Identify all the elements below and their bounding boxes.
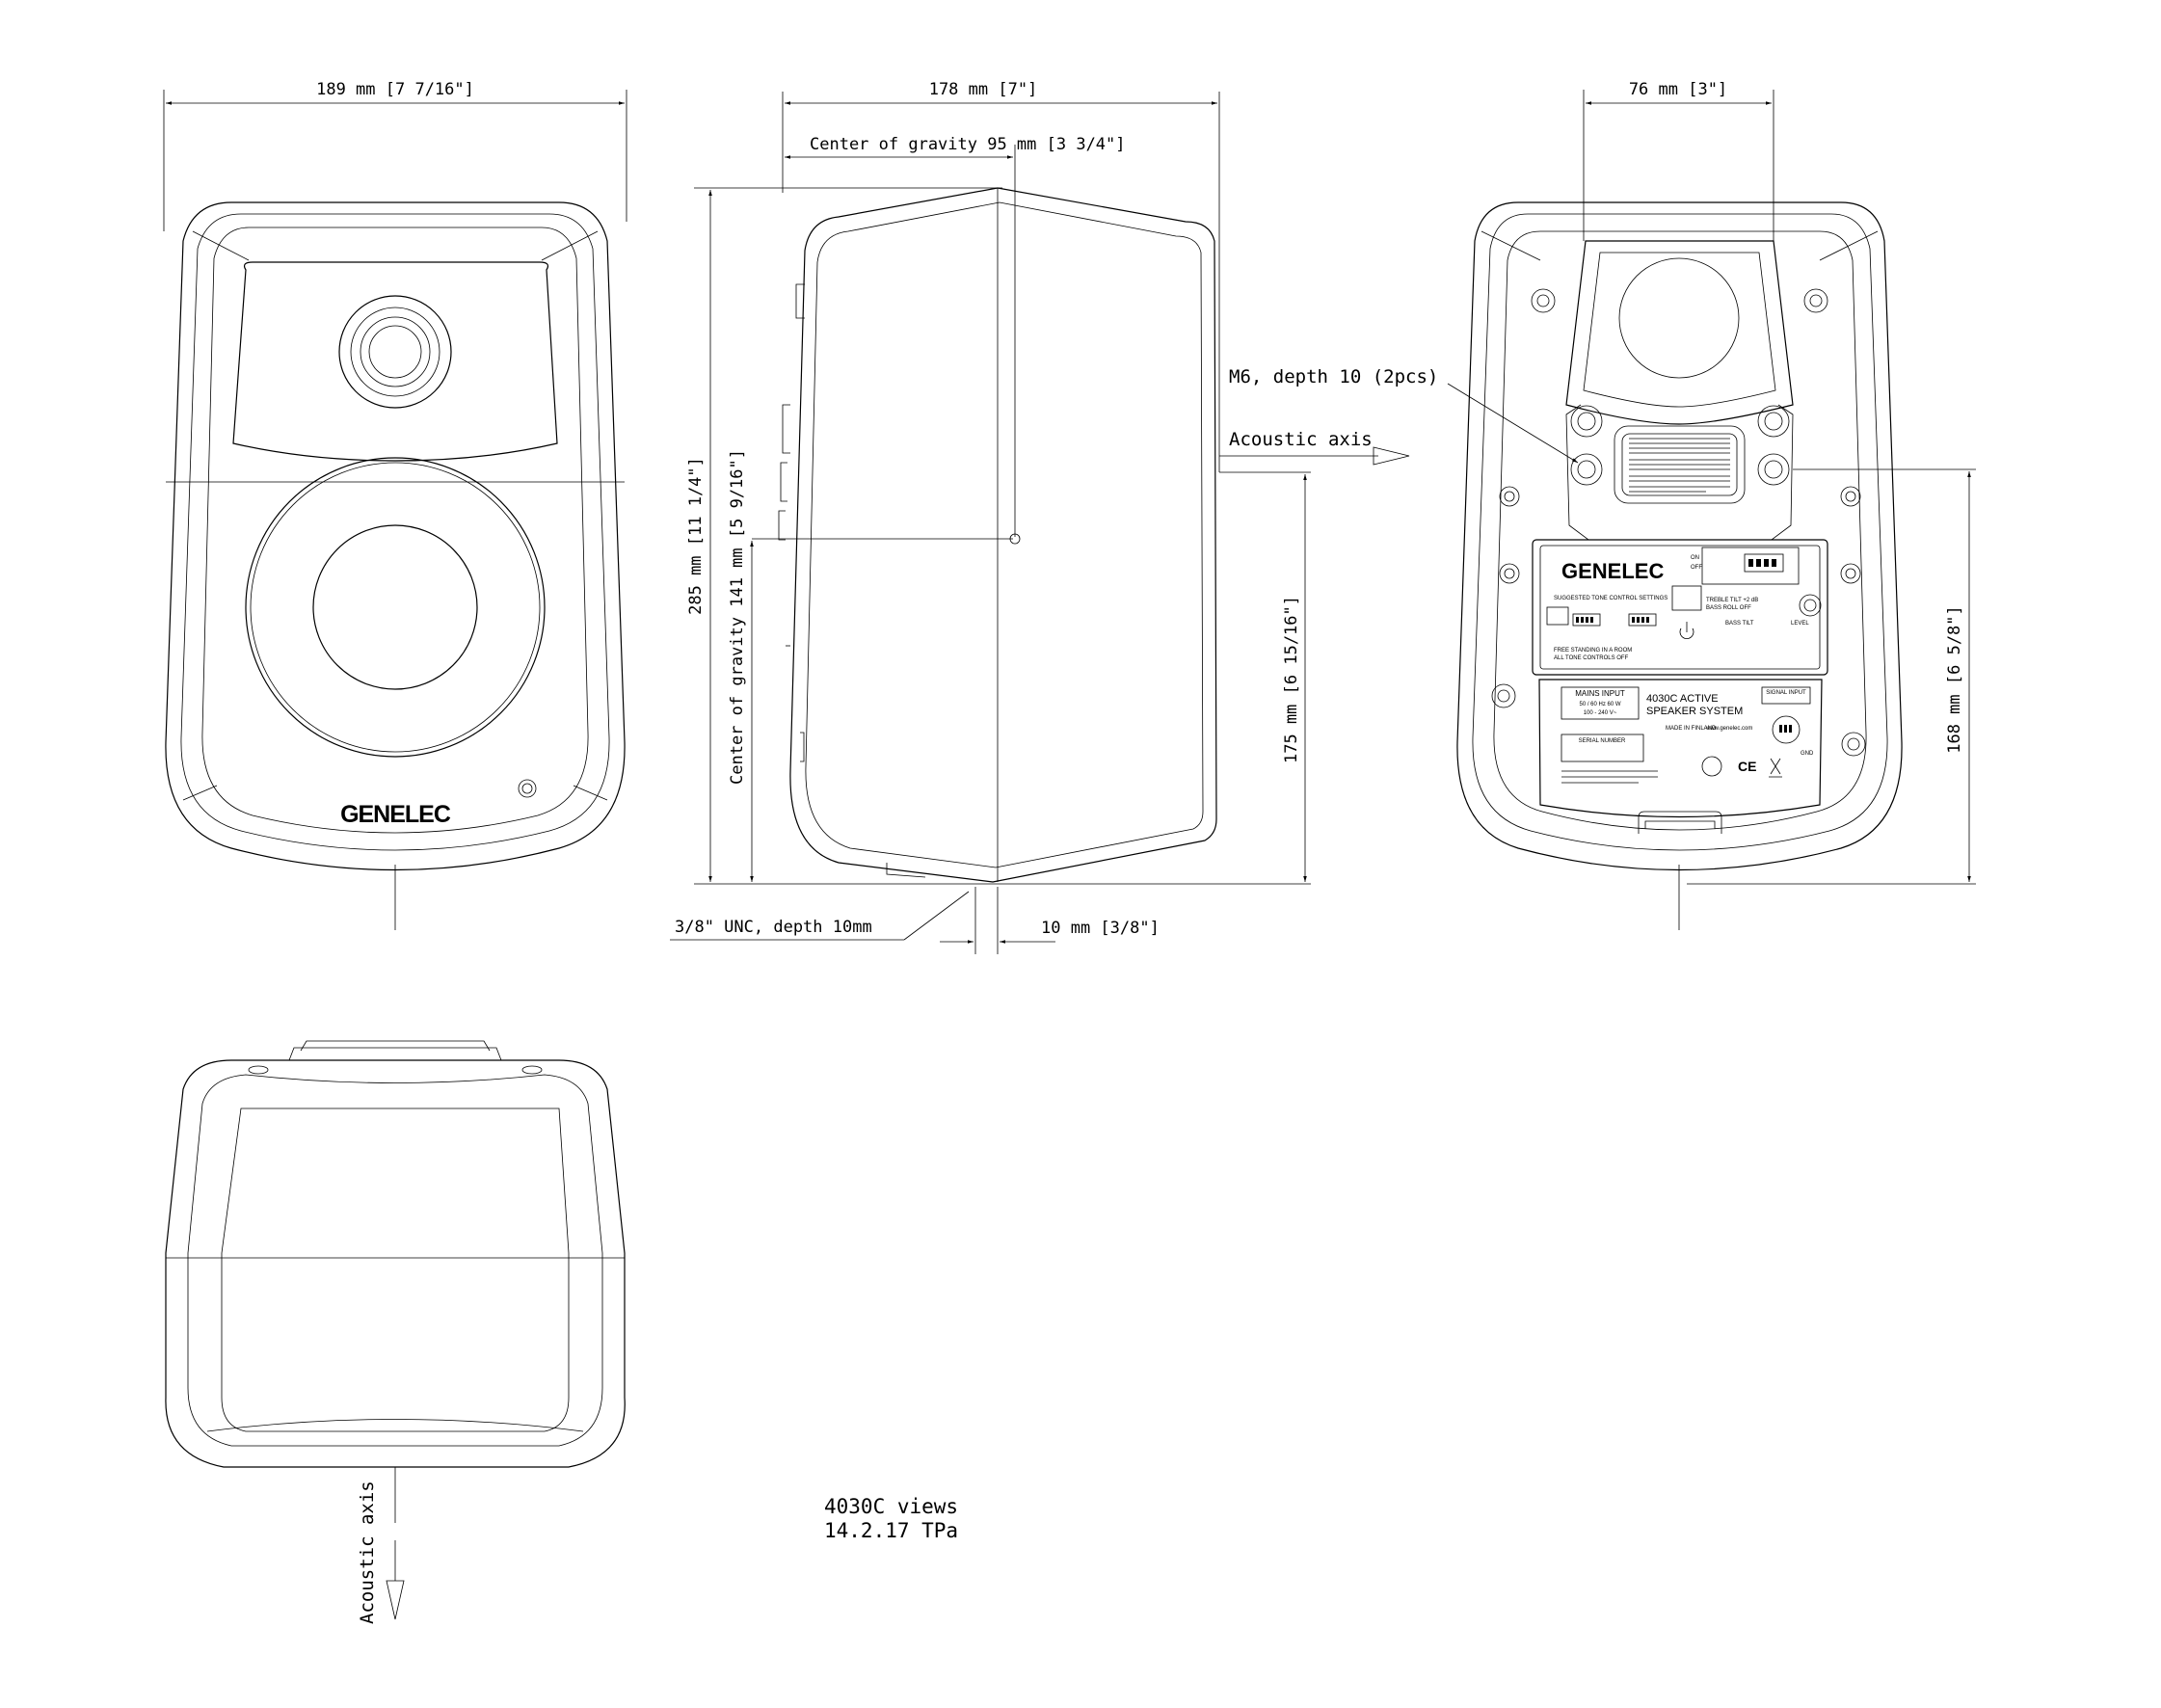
warning-label-plate xyxy=(1614,425,1746,504)
rear-body-outline xyxy=(1456,201,1903,871)
signal-input-label: SIGNAL INPUT xyxy=(1766,690,1806,696)
front-body-outline xyxy=(165,201,626,871)
indicator-led xyxy=(518,779,537,798)
bass-port-recess xyxy=(1565,240,1794,425)
rear-width-label: 76 mm [3"] xyxy=(1629,80,1727,99)
rear-brand-logo: GENELEC xyxy=(1561,559,1664,583)
thread-label: 3/8" UNC, depth 10mm xyxy=(675,918,872,937)
weee-icon xyxy=(1769,758,1782,778)
caption-line2: 14.2.17 TPa xyxy=(824,1519,958,1542)
acoustic-axis-top-arrow xyxy=(386,1580,405,1620)
rear-off-label: OFF xyxy=(1691,565,1702,571)
cog-horizontal-label: Center of gravity 95 mm [3 3/4"] xyxy=(810,135,1126,154)
bass-port xyxy=(1618,257,1740,379)
tweeter-outer xyxy=(338,295,452,409)
mains-spec2: 100 - 240 V~ xyxy=(1584,710,1617,716)
control-panel xyxy=(1532,539,1828,676)
treble-tilt-label: TREBLE TILT +2 dB xyxy=(1706,598,1758,603)
serial-number-label: SERIAL NUMBER xyxy=(1579,738,1626,744)
acoustic-axis-top-label: Acoustic axis xyxy=(357,1481,378,1624)
room-setting-icon xyxy=(1546,606,1569,626)
thread-depth-label: 10 mm [3/8"] xyxy=(1041,919,1160,938)
dip-switch-main xyxy=(1744,553,1784,573)
model-line1: 4030C ACTIVE xyxy=(1646,693,1719,705)
front-view: 189 mm [7 7/16"] GENELEC xyxy=(163,80,627,930)
ce-mark-icon: CE xyxy=(1738,759,1756,774)
gnd-label: GND xyxy=(1801,751,1814,757)
height-total-label: 285 mm [11 1/4"] xyxy=(686,457,706,615)
mains-spec1: 50 / 60 Hz 60 W xyxy=(1579,702,1620,707)
side-view: 178 mm [7"] Center of gravity 95 mm [3 3… xyxy=(670,80,1410,954)
acoustic-axis-arrow xyxy=(1373,446,1410,466)
bass-roll-off-label: BASS ROLL OFF xyxy=(1706,605,1751,611)
rating-label xyxy=(1538,679,1823,818)
rear-on-label: ON xyxy=(1691,555,1699,561)
rear-screws xyxy=(1491,288,1866,757)
axis-height-label: 175 mm [6 15/16"] xyxy=(1282,596,1301,763)
top-body-outline xyxy=(165,1059,626,1468)
side-body-outline xyxy=(789,187,1217,883)
side-depth-label: 178 mm [7"] xyxy=(929,80,1038,99)
all-tone-off-label: ALL TONE CONTROLS OFF xyxy=(1554,655,1629,661)
m6-label: M6, depth 10 (2pcs) xyxy=(1229,366,1438,387)
website-label: www.genelec.com xyxy=(1705,726,1752,732)
rear-height-label: 168 mm [6 5/8"] xyxy=(1945,605,1964,754)
acoustic-axis-side-label: Acoustic axis xyxy=(1229,429,1373,450)
free-standing-label: FREE STANDING IN A ROOM xyxy=(1554,648,1632,654)
front-width-label: 189 mm [7 7/16"] xyxy=(316,80,474,99)
caption: 4030C views 14.2.17 TPa xyxy=(824,1495,958,1542)
cog-marker xyxy=(1009,533,1021,545)
power-icon xyxy=(1679,627,1694,640)
level-label: LEVEL xyxy=(1791,621,1809,627)
xlr-input xyxy=(1772,715,1801,744)
mains-input-label: MAINS INPUT xyxy=(1575,689,1625,698)
woofer-dome xyxy=(312,524,478,690)
front-brand-logo: GENELEC xyxy=(340,801,451,828)
rear-view: 76 mm [3"] 168 mm [6 5/8"] xyxy=(1229,80,1976,930)
fi-mark-icon xyxy=(1701,756,1722,777)
model-line2: SPEAKER SYSTEM xyxy=(1646,706,1743,717)
caption-line1: 4030C views xyxy=(824,1495,958,1518)
level-knob xyxy=(1799,594,1822,617)
rear-handle xyxy=(1644,820,1716,829)
suggested-settings-label: SUGGESTED TONE CONTROL SETTINGS xyxy=(1554,596,1667,601)
bass-tilt-label: BASS TILT xyxy=(1725,621,1754,627)
made-in-label: MADE IN FINLAND xyxy=(1666,726,1717,732)
power-indicator-window xyxy=(1671,585,1702,611)
cog-vertical-label: Center of gravity 141 mm [5 9/16"] xyxy=(728,449,747,785)
woofer-outer xyxy=(245,457,546,758)
top-handle xyxy=(300,1040,491,1052)
top-view: Acoustic axis xyxy=(165,1040,626,1624)
waveguide xyxy=(232,261,558,462)
